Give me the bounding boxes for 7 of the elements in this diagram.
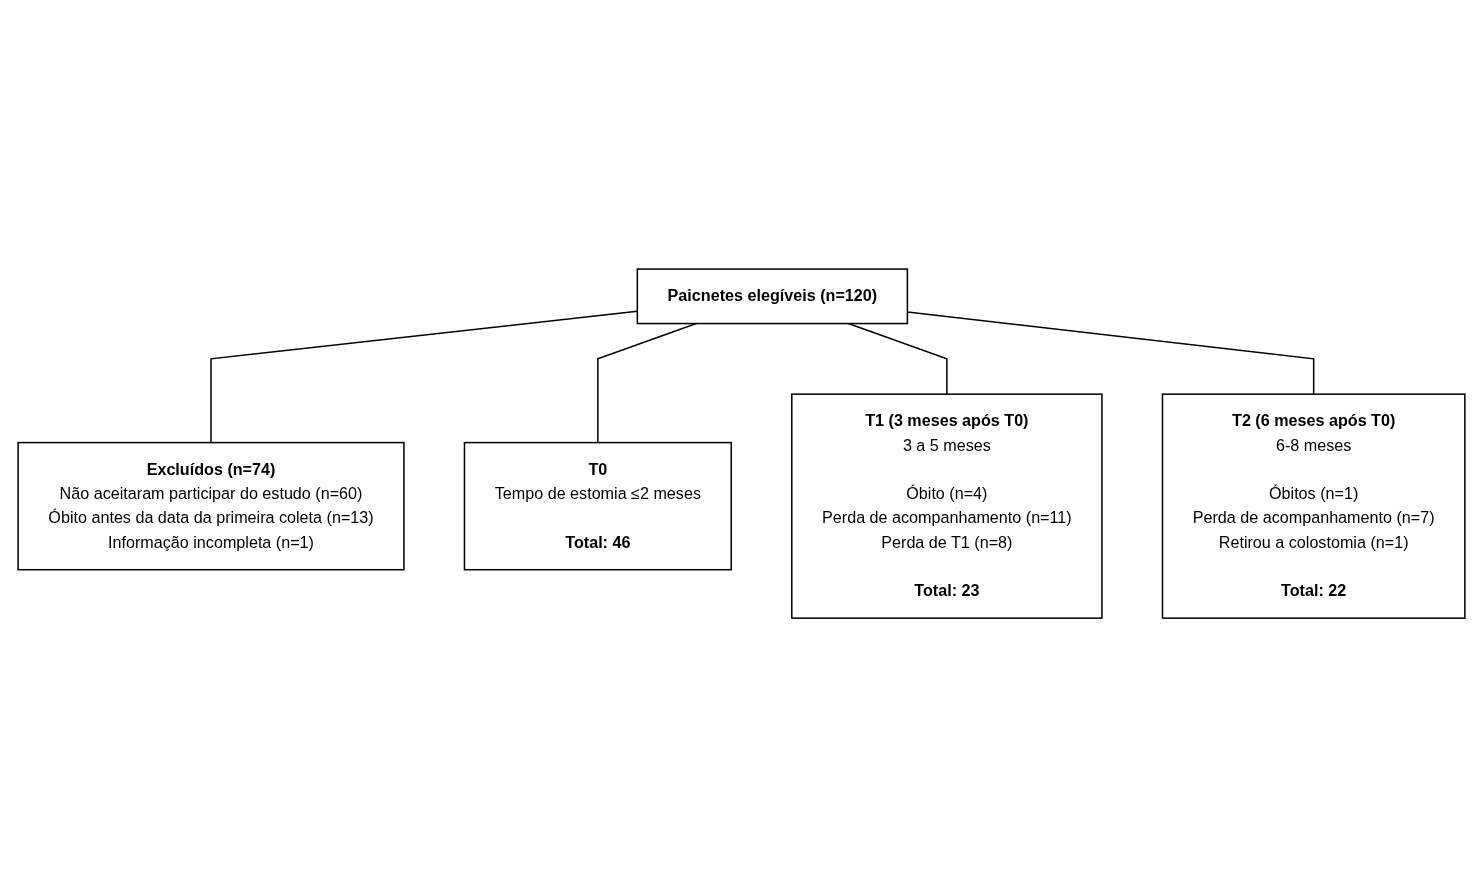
connector	[597, 323, 698, 444]
node-box: T1 (3 meses após T0) 3 a 5 meses Óbito (n=4) Perda de acompanhamento (n=11) Perda de T1 (n=8) Total: 23	[791, 393, 1103, 620]
node-box: T0 Tempo de estomia ≤2 meses Total: 46	[463, 442, 732, 571]
node-box: Paicnetes elegíveis (n=120)	[636, 268, 909, 325]
node-box: Excluídos (n=74) Não aceitaram participar do estudo (n=60) Óbito antes da data da primeira coleta (n=13) Informação incompleta (n=1)	[17, 442, 405, 571]
connector	[847, 323, 948, 396]
node-box: T2 (6 meses após T0) 6-8 meses Óbitos (n=1) Perda de acompanhamento (n=7) Retirou a colostomia (n=1) Total: 22	[1161, 393, 1466, 620]
